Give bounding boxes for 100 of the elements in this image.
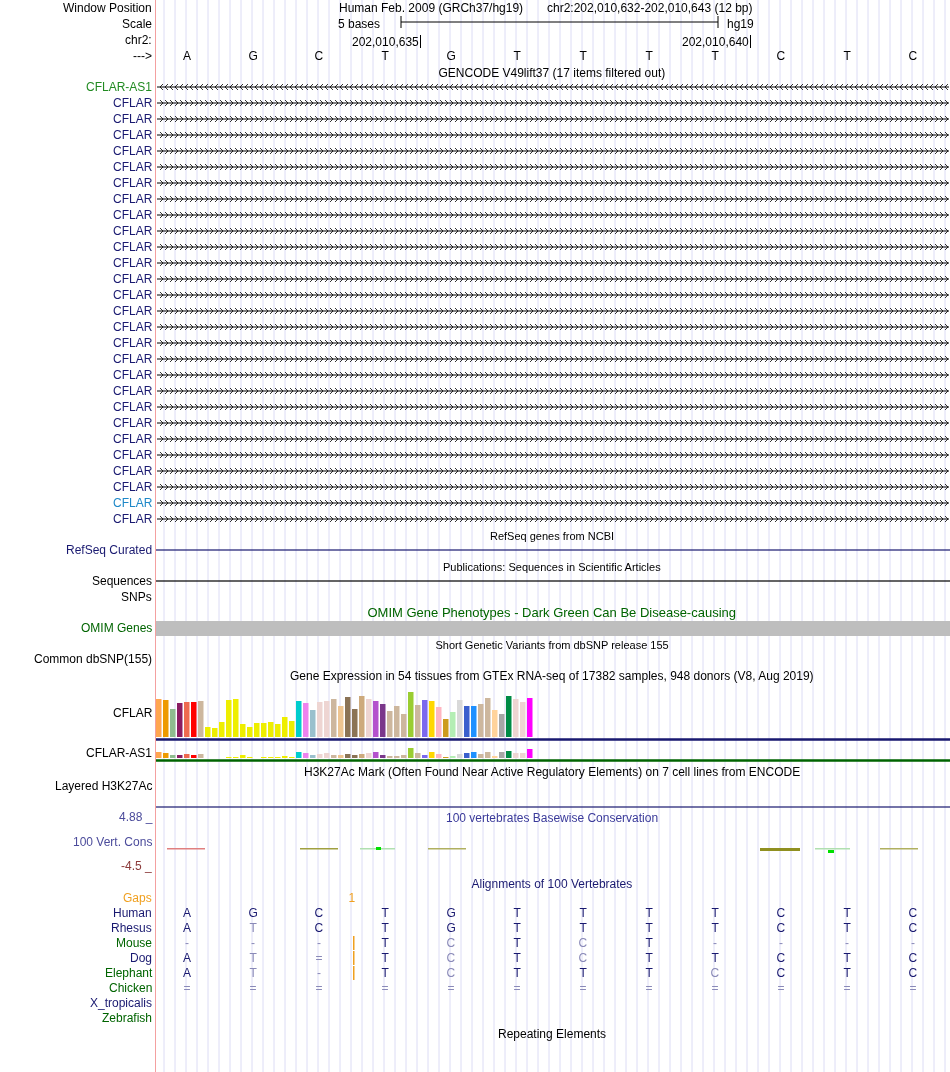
alignment-letter: C [776,966,786,980]
alignment-letter: T [645,951,653,965]
track-label: 100 Vert. Cons [73,835,153,849]
track-label: Layered H3K27Ac [55,779,153,793]
alignment-letter: = [447,981,455,995]
gene-label: CFLAR [113,240,153,254]
alignment-letter: = [579,981,587,995]
alignment-letter: - [317,966,321,980]
base-letter: T [381,49,389,63]
axis-value: -4.5 _ [121,859,152,873]
alignment-letter: - [845,936,849,950]
alignment-letter: = [909,981,917,995]
alignment-letter: C [314,906,324,920]
track-title: Publications: Sequences in Scientific Articles [443,560,661,574]
coordinate-label: 202,010,640 [682,35,749,49]
alignment-letter: = [513,981,521,995]
gene-label: CFLAR [113,416,153,430]
alignment-letter: C [710,966,720,980]
species-label: Elephant [105,966,153,980]
alignment-letter: T [381,936,389,950]
alignment-letter: = [777,981,785,995]
gene-label: CFLAR [113,144,153,158]
alignment-letter: - [317,936,321,950]
alignment-letter: T [645,906,653,920]
base-letter: C [908,49,918,63]
axis-value: 4.88 _ [119,810,153,824]
base-letter: T [513,49,521,63]
gene-label: CFLAR [113,288,153,302]
species-label: X_tropicalis [90,996,153,1010]
species-label: Dog [130,951,152,965]
base-letter: T [579,49,587,63]
base-letter: C [776,49,786,63]
row-label: chr2: [125,33,152,47]
alignment-letter: G [248,906,258,920]
alignment-letter: = [315,951,323,965]
alignment-letter: - [251,936,255,950]
assembly-label: Human Feb. 2009 (GRCh37/hg19) [339,1,524,15]
gene-label: CFLAR [113,304,153,318]
base-letter: T [843,49,851,63]
track-title: Alignments of 100 Vertebrates [471,877,633,891]
alignment-letter: - [779,936,783,950]
alignment-letter: T [645,921,653,935]
alignment-letter: T [843,951,851,965]
gene-label: CFLAR [113,224,153,238]
alignment-letter: T [381,906,389,920]
alignment-letter: = [315,981,323,995]
alignment-letter: A [183,906,191,920]
scale-label: 5 bases [338,17,381,31]
alignment-letter: C [776,921,786,935]
alignment-letter: C [446,936,456,950]
base-letter: G [446,49,456,63]
alignment-letter: C [578,951,588,965]
alignment-letter: C [908,921,918,935]
alignment-letter: C [578,936,588,950]
alignment-letter: T [579,966,587,980]
gene-label: CFLAR [113,160,153,174]
gene-label: CFLAR [113,192,153,206]
gap-count: 1 [348,891,356,905]
track-title: RefSeq genes from NCBI [490,529,615,543]
species-label: Chicken [109,981,153,995]
alignment-letter: G [446,906,456,920]
alignment-letter: C [776,951,786,965]
gene-label: CFLAR [113,208,153,222]
gene-label: CFLAR [113,128,153,142]
gene-label: CFLAR [113,320,153,334]
alignment-letter: T [513,936,521,950]
alignment-letter: = [249,981,257,995]
gene-label: CFLAR [113,336,153,350]
track-title: 100 vertebrates Basewise Conservation [446,811,659,825]
alignment-letter: - [185,936,189,950]
alignment-letter: T [513,966,521,980]
alignment-letter: G [446,921,456,935]
alignment-letter: C [776,906,786,920]
alignment-letter: = [843,981,851,995]
alignment-letter: T [513,906,521,920]
track-title: H3K27Ac Mark (Often Found Near Active Regulatory Elements) on 7 cell lines from ENCODE [304,765,801,779]
alignment-letter: C [908,951,918,965]
alignment-letter: T [645,936,653,950]
row-label: Scale [122,17,153,31]
track-title: OMIM Gene Phenotypes - Dark Green Can Be Disease-causing [367,606,736,620]
alignment-letter: = [381,981,389,995]
alignment-letter: T [579,921,587,935]
alignment-letter: A [183,921,191,935]
gene-label: CFLAR-AS1 [86,80,153,94]
species-label: Zebrafish [102,1011,153,1025]
species-label: Mouse [116,936,153,950]
gene-label: CFLAR [113,400,153,414]
track-title: Short Genetic Variants from dbSNP release 155 [435,638,669,652]
gene-label: CFLAR [113,352,153,366]
gene-label: CFLAR [113,512,153,526]
track-title: Repeating Elements [498,1027,607,1041]
alignment-letter: T [711,921,719,935]
alignment-letter: T [843,921,851,935]
alignment-letter: - [713,936,717,950]
alignment-letter: T [381,966,389,980]
track-label: Gaps [123,891,152,905]
alignment-letter: T [513,921,521,935]
alignment-letter: = [711,981,719,995]
track-label: SNPs [121,590,152,604]
track-label: OMIM Genes [81,621,153,635]
